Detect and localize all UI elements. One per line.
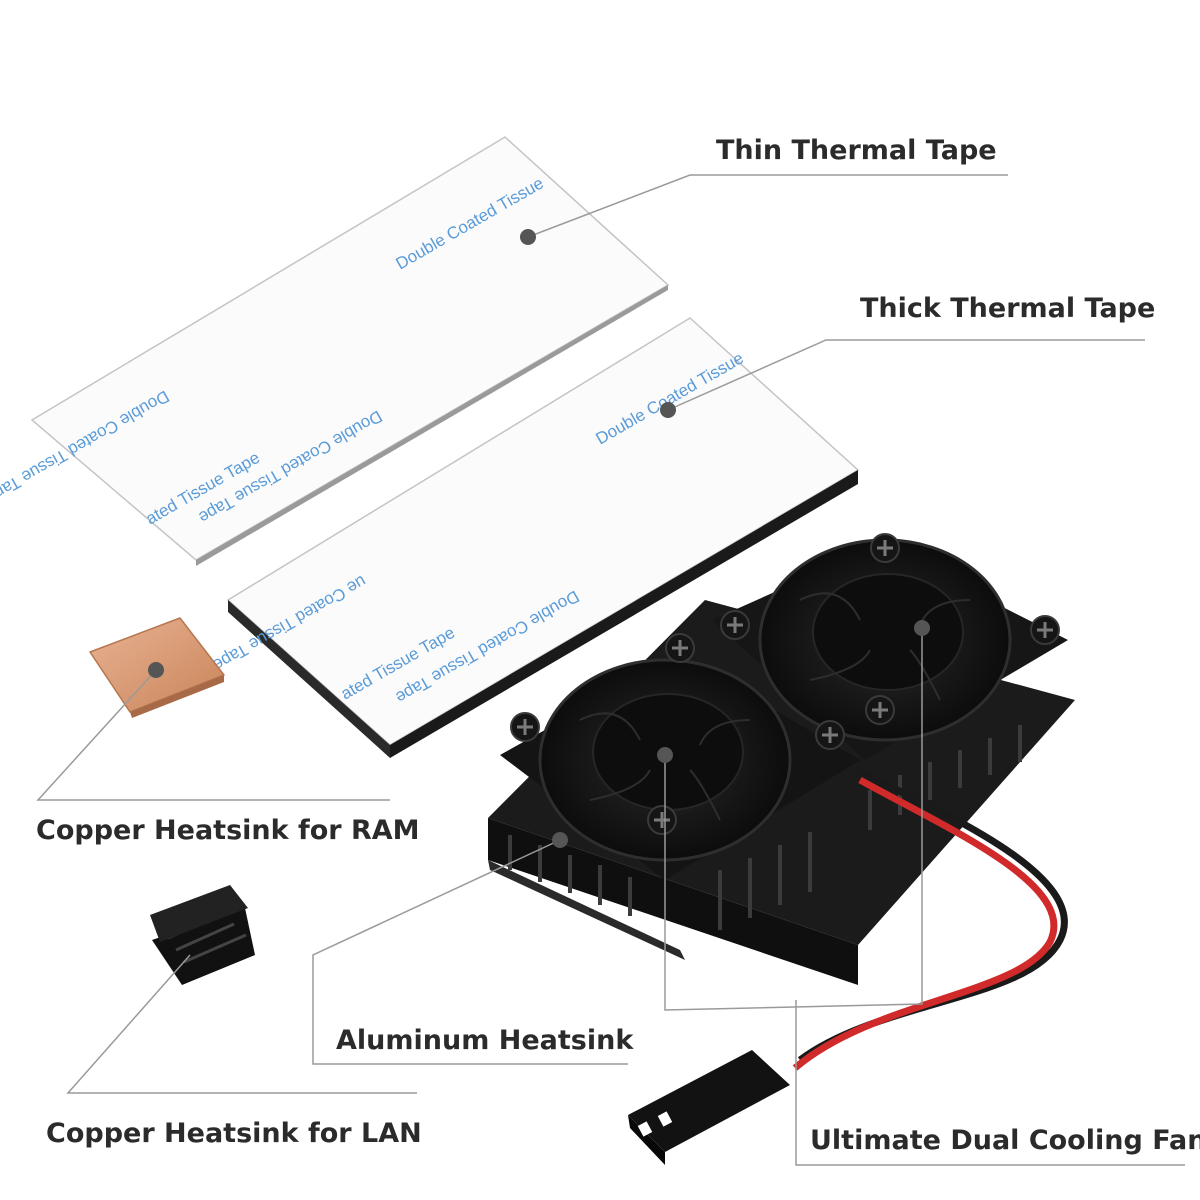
marker-dot: [148, 662, 164, 678]
leader-thin-tape: [527, 174, 1008, 238]
thick-thermal-tape: ue Coated Tissue Tape Double Coated Tiss…: [210, 317, 860, 758]
leader-copper-lan: [66, 954, 417, 1094]
leader-thick-tape: [667, 339, 1145, 411]
marker-dot: [520, 229, 536, 245]
label-thin-thermal-tape: Thin Thermal Tape: [716, 135, 997, 166]
leader-copper-ram: [36, 669, 390, 801]
label-copper-heatsink-ram: Copper Heatsink for RAM: [36, 815, 420, 846]
marker-dot: [660, 402, 676, 418]
small-heatsink-lan: [150, 885, 255, 985]
label-dual-cooling-fan: Ultimate Dual Cooling Fan: [810, 1125, 1200, 1156]
marker-dot: [914, 620, 930, 636]
marker-dot: [657, 747, 673, 763]
thin-thermal-tape: Double Coated Tissue Tape Double Coated …: [0, 136, 670, 566]
fan-cable: [628, 768, 1068, 1165]
marker-dot: [552, 832, 568, 848]
leader-fan: [664, 628, 923, 1011]
leader-fan-down: [795, 1000, 1185, 1166]
label-thick-thermal-tape: Thick Thermal Tape: [860, 293, 1156, 324]
markers: [148, 229, 930, 848]
dual-cooling-fan: [500, 532, 1068, 880]
leader-aluminum: [312, 839, 628, 1065]
label-aluminum-heatsink: Aluminum Heatsink: [336, 1025, 634, 1056]
label-copper-heatsink-lan: Copper Heatsink for LAN: [46, 1118, 422, 1149]
leader-lines: [36, 174, 1185, 1166]
